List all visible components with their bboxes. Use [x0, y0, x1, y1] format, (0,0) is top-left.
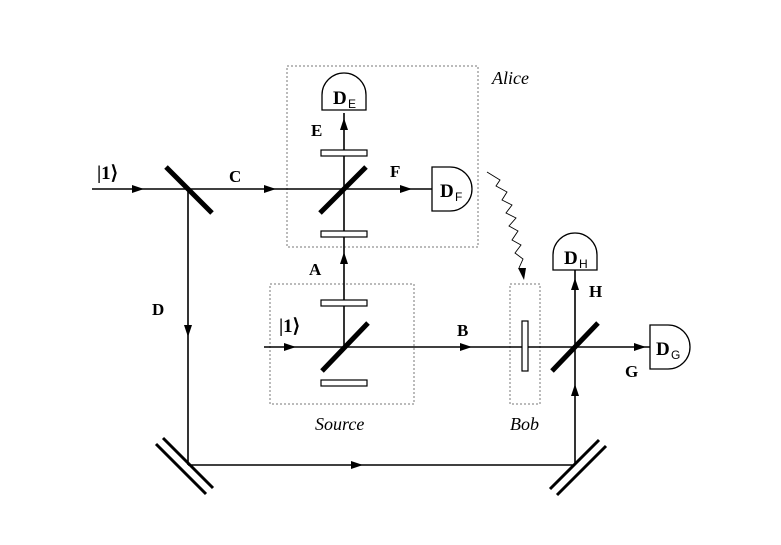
source-box: [269, 283, 415, 405]
input-ket-source: |1⟩: [279, 316, 300, 337]
label-source: Source: [315, 414, 364, 434]
svg-text:D: D: [656, 339, 670, 360]
svg-text:E: E: [348, 97, 356, 111]
arrow-C: [264, 185, 276, 193]
detector-F: D F: [431, 166, 473, 212]
detector-H: D H: [552, 232, 598, 271]
detector-E: D E: [321, 72, 367, 111]
input-ket-left: |1⟩: [97, 163, 118, 184]
label-G: G: [625, 362, 638, 381]
arrow-D: [184, 325, 192, 337]
arrow-G: [634, 343, 646, 351]
beam-splitter-output: [550, 321, 600, 373]
label-bob: Bob: [510, 414, 539, 434]
label-D: D: [152, 300, 164, 319]
mirror-bottom-left: [154, 436, 215, 496]
arrow-source-input: [284, 343, 296, 351]
alice-box: [286, 65, 479, 248]
beam-splitter-source: [320, 321, 370, 373]
arrow-input-left: [132, 185, 144, 193]
label-alice: Alice: [491, 68, 529, 88]
svg-text:G: G: [671, 348, 680, 362]
svg-text:D: D: [333, 88, 347, 109]
arrow-right-up: [571, 384, 579, 396]
svg-text:H: H: [579, 257, 588, 271]
arrow-A: [340, 252, 348, 264]
label-H: H: [589, 282, 602, 301]
svg-text:F: F: [455, 190, 462, 204]
label-C: C: [229, 167, 241, 186]
beam-splitter-left: [164, 165, 214, 215]
label-E: E: [311, 121, 322, 140]
arrow-B: [460, 343, 472, 351]
label-A: A: [309, 260, 322, 279]
arrow-H: [571, 278, 579, 290]
waveplate-alice-bottom: [320, 230, 368, 238]
arrow-F: [400, 185, 412, 193]
label-F: F: [390, 162, 400, 181]
svg-text:D: D: [440, 181, 454, 202]
arrow-bottom: [351, 461, 363, 469]
waveplate-alice-top: [320, 149, 368, 157]
signal-zigzag: [486, 171, 524, 269]
label-B: B: [457, 321, 468, 340]
svg-text:D: D: [564, 248, 578, 269]
mirror-bottom-right: [548, 438, 608, 497]
waveplate-source-bottom: [320, 379, 368, 387]
waveplate-source-top: [320, 299, 368, 307]
arrow-E: [340, 118, 348, 130]
detector-G: D G: [649, 324, 691, 370]
waveplate-bob: [521, 320, 529, 372]
signal-arrow: [518, 268, 526, 280]
beam-splitter-alice: [318, 165, 368, 215]
bob-box: [509, 283, 541, 405]
